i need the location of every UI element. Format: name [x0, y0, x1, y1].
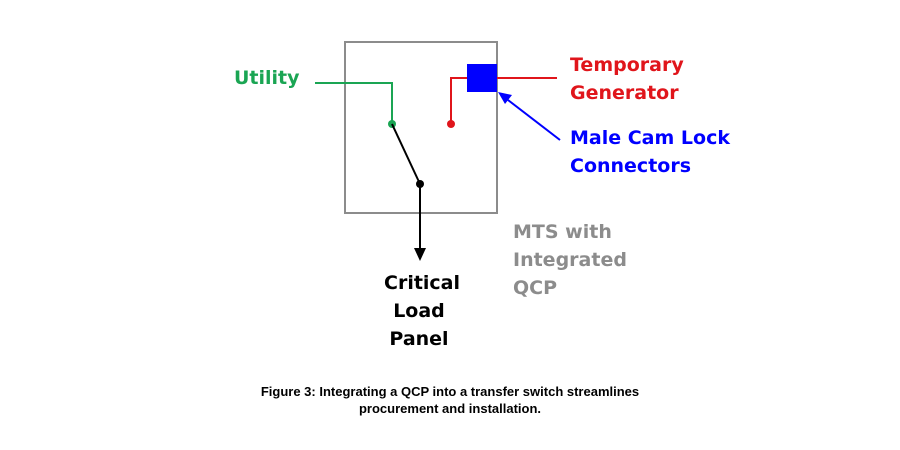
critical-load-panel-label: Critical Load Panel [384, 269, 461, 353]
connectors-label-line-2: Connectors [570, 155, 692, 177]
figure-caption: Figure 3: Integrating a QCP into a trans… [200, 383, 700, 417]
generator-contact-dot [447, 120, 455, 128]
connector-pointer-arrow [507, 99, 561, 141]
generator-internal-line [450, 77, 467, 124]
switch-blade [391, 123, 421, 185]
generator-label-line-2: Generator [570, 82, 679, 104]
cam-lock-connectors-label: Male Cam Lock Connectors [570, 124, 730, 180]
mts-label-line-2: Integrated [513, 249, 627, 271]
load-label-line-3: Panel [389, 328, 449, 350]
load-label-line-2: Load [393, 300, 445, 322]
utility-feed-line [315, 82, 393, 124]
connectors-label-line-1: Male Cam Lock [570, 127, 730, 149]
load-output-arrowhead [414, 248, 426, 261]
caption-line-1: Figure 3: Integrating a QCP into a trans… [260, 384, 640, 399]
utility-label: Utility [234, 67, 300, 89]
load-label-line-1: Critical [384, 272, 461, 294]
generator-label-line-1: Temporary [570, 54, 684, 76]
mts-integrated-qcp-label: MTS with Integrated QCP [513, 218, 627, 302]
caption-line-2: procurement and installation. [358, 401, 542, 416]
cam-lock-connector-block [467, 64, 497, 92]
mts-label-line-3: QCP [513, 277, 558, 299]
connector-arrowhead [498, 92, 512, 104]
mts-label-line-1: MTS with [513, 221, 612, 243]
temporary-generator-label: Temporary Generator [570, 51, 684, 107]
